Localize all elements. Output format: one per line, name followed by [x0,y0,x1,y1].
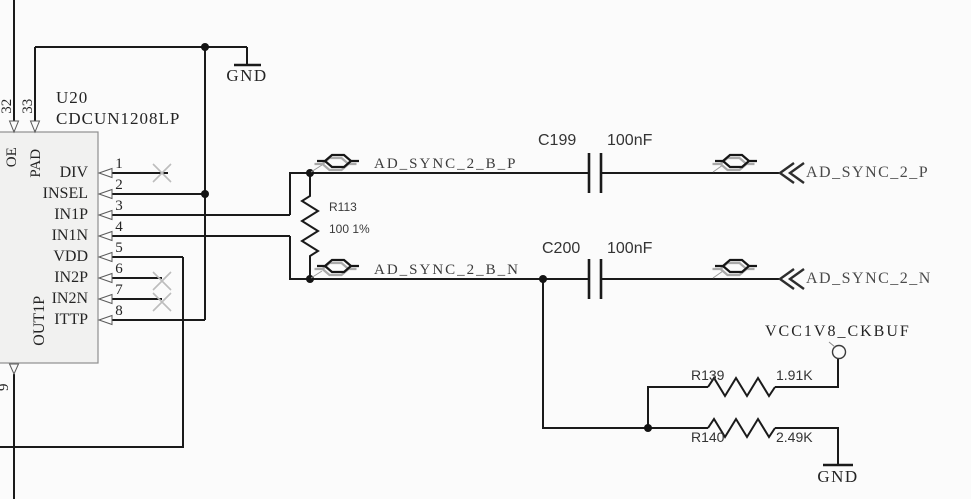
pin-name-in1n: IN1N [51,227,88,244]
pin-number-2: 2 [115,177,123,193]
resistor-r113-symbol [300,173,320,279]
c200-refdes: C200 [542,240,581,257]
pin-name-in2n: IN2N [51,290,88,307]
power-rail-label: VCC1V8_CKBUF [765,323,911,340]
c199-value: 100nF [607,132,653,149]
wires [0,0,839,499]
resistor-r140-symbol [707,417,776,439]
r140-refdes: R140 [691,429,725,445]
pin-number-1: 1 [115,156,123,172]
pin-number-8: 8 [115,303,123,319]
pin-number-9: 9 [0,372,12,402]
pin-number-3: 3 [115,198,123,214]
pin-name-div: DIV [59,164,88,181]
c200-value: 100nF [607,240,653,257]
ic-body [0,131,99,364]
gnd-label-bottom: GND [817,467,859,486]
r113-refdes: R113 [329,200,357,214]
pin-arrows [8,120,113,376]
c199-refdes: C199 [538,132,577,149]
pin-number-5: 5 [115,240,123,256]
ic-part-number: CDCUN1208LP [56,109,181,128]
pin-name-in2p: IN2P [54,269,88,286]
r139-refdes: R139 [691,367,725,383]
pin-name-out1p: OUT1P [31,295,49,346]
capacitor-c199-symbol [587,153,603,193]
gnd-label-top: GND [226,66,268,85]
pin-number-7: 7 [115,282,123,298]
net-label-diff-n: AD_SYNC_2_B_N [374,262,521,278]
no-connect-x-marks [152,163,172,312]
resistor-r139-symbol [707,376,776,398]
junction-dots [201,43,652,432]
r139-value: 1.91K [776,367,813,383]
pin-name-ittp: ITTP [54,311,88,328]
diffpair-icons [310,153,759,279]
net-label-diff-p: AD_SYNC_2_B_P [374,156,518,172]
power-port-circle [828,341,847,360]
offpage-label-n: AD_SYNC_2_N [806,270,932,287]
pin-number-33: 33 [19,98,36,114]
capacitor-c200-symbol [587,259,603,299]
ic-refdes: U20 [56,88,89,107]
pin-name-in1p: IN1P [54,206,88,223]
offpage-chevrons [777,162,805,290]
pin-number-6: 6 [115,261,123,277]
pin-number-32: 32 [0,98,15,114]
pin-name-vdd: VDD [53,248,88,265]
pin-name-oe: OE [3,147,20,168]
pin-number-4: 4 [115,219,123,235]
pin-name-insel: INSEL [42,185,88,202]
pin-name-pad: PAD [27,148,44,178]
r113-value: 100 1% [329,222,370,236]
r140-value: 2.49K [776,429,813,445]
offpage-label-p: AD_SYNC_2_P [806,164,930,181]
